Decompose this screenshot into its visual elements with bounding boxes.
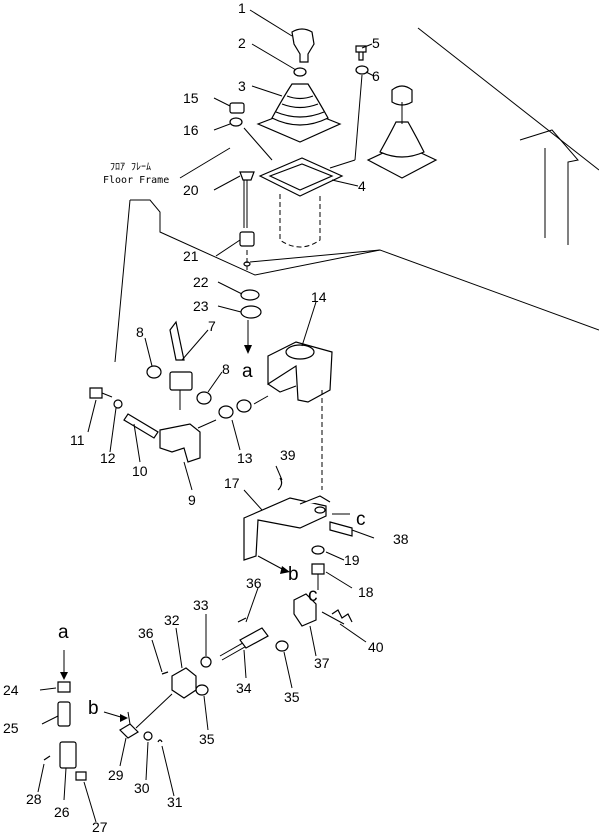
callout-38: 38 <box>393 531 409 547</box>
callout-34: 34 <box>236 680 252 696</box>
callout-6: 6 <box>372 68 380 84</box>
callout-28: 28 <box>26 791 42 807</box>
callout-8b: 8 <box>222 361 230 377</box>
connector-c-lower: c <box>308 585 318 606</box>
callout-7: 7 <box>208 318 216 334</box>
callout-19: 19 <box>344 552 360 568</box>
connector-a-upper: a <box>242 361 253 382</box>
callout-36a: 36 <box>138 625 154 641</box>
connector-a-lower: a <box>58 622 69 643</box>
callout-13: 13 <box>237 450 253 466</box>
callout-8a: 8 <box>136 324 144 340</box>
callout-1: 1 <box>238 0 246 16</box>
callout-37: 37 <box>314 655 330 671</box>
callout-32: 32 <box>164 612 180 628</box>
callout-35a: 35 <box>284 689 300 705</box>
callout-39: 39 <box>280 447 296 463</box>
callout-35b: 35 <box>199 731 215 747</box>
callout-25: 25 <box>3 720 19 736</box>
control-lever-assembly <box>229 28 438 354</box>
floor-frame-label-en: Floor Frame <box>103 175 169 186</box>
callout-21: 21 <box>183 248 199 264</box>
callout-17: 17 <box>224 475 240 491</box>
connector-c-upper: c <box>356 509 366 530</box>
linkage-assembly <box>43 593 353 781</box>
callout-40: 40 <box>368 639 384 655</box>
callout-31: 31 <box>167 794 183 810</box>
callout-10: 10 <box>132 463 148 479</box>
callout-4: 4 <box>358 178 366 194</box>
floor-frame-label-jp: ﾌﾛｱ ﾌﾚｰﾑ <box>110 162 151 173</box>
callout-20: 20 <box>183 182 199 198</box>
callout-23: 23 <box>193 298 209 314</box>
callout-5: 5 <box>372 35 380 51</box>
callout-2: 2 <box>238 35 246 51</box>
callout-3: 3 <box>238 78 246 94</box>
floor-frame <box>114 27 599 363</box>
bracket-17-assembly <box>243 477 353 590</box>
callout-11: 11 <box>70 432 85 448</box>
callout-22: 22 <box>193 274 209 290</box>
callout-26: 26 <box>54 804 70 820</box>
connector-b-upper: b <box>288 564 299 585</box>
callout-24: 24 <box>3 682 19 698</box>
callout-15: 15 <box>183 90 199 106</box>
callout-36b: 36 <box>246 575 262 591</box>
callout-14: 14 <box>311 289 327 305</box>
lever-bracket-14 <box>246 250 333 490</box>
callout-29: 29 <box>108 767 124 783</box>
leader-lines <box>37 9 375 823</box>
callout-16: 16 <box>183 122 199 138</box>
callout-27: 27 <box>92 819 108 835</box>
callout-18: 18 <box>358 584 374 600</box>
lever-7-assembly <box>89 320 269 463</box>
callout-30: 30 <box>134 780 150 796</box>
connector-b-lower: b <box>88 698 99 719</box>
callout-9: 9 <box>188 492 196 508</box>
callout-12: 12 <box>100 450 116 466</box>
callout-33: 33 <box>193 597 209 613</box>
